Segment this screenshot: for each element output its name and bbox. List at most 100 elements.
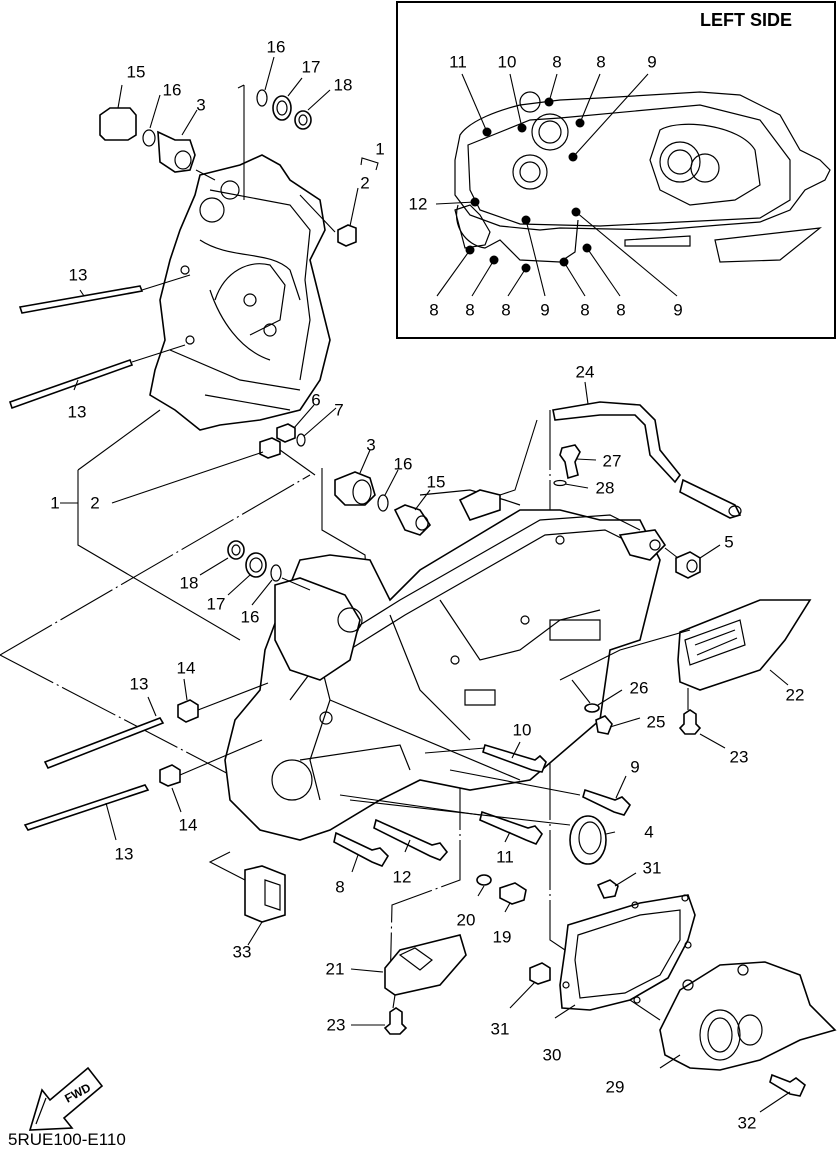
inset-callout: 11 <box>449 52 467 72</box>
part-27-bolt <box>559 444 581 480</box>
callout-label: 21 <box>325 959 345 979</box>
callout-label: 18 <box>179 573 199 593</box>
callout-label: 24 <box>575 362 595 382</box>
part-10-bolt <box>482 744 547 773</box>
part-31-dowel-top <box>596 879 619 899</box>
callout-label: 30 <box>542 1045 562 1065</box>
mid-small-parts <box>199 449 432 606</box>
part-24-hose <box>552 401 682 484</box>
callout-label: 19 <box>492 927 512 947</box>
callout-label: 7 <box>334 400 344 420</box>
stud-13-d <box>23 784 150 831</box>
stud-13-a <box>18 285 144 314</box>
callout-label: 31 <box>490 1019 510 1039</box>
callout-label: 1 <box>50 493 60 513</box>
callout-label: 13 <box>129 674 149 694</box>
callout-label: 26 <box>629 678 649 698</box>
part-33-group <box>244 865 286 946</box>
right-crankcase-half <box>224 489 667 841</box>
inset-callout: 9 <box>647 52 657 72</box>
callout-label: 32 <box>737 1113 757 1133</box>
inset-callout: 8 <box>580 300 590 320</box>
part-14-dowel-b <box>159 764 181 787</box>
stud-13-b <box>8 358 134 410</box>
callout-label: 31 <box>642 858 662 878</box>
part-24-hose-segment <box>679 478 742 519</box>
part-20-washer <box>476 874 492 886</box>
inset-callout: 8 <box>501 300 511 320</box>
breather-hose-parts <box>499 381 742 519</box>
upper-studs <box>8 274 191 410</box>
callout-label: 13 <box>67 402 87 422</box>
callout-label: 1 <box>375 139 385 159</box>
part-11-bolt <box>479 810 543 845</box>
part-6-dowel <box>276 423 296 443</box>
part-23-bolt-right <box>678 709 702 735</box>
part-16-oring-mid <box>377 494 389 512</box>
part-29-cover <box>659 961 837 1071</box>
part-28-washer <box>553 479 567 487</box>
inset-callout: 10 <box>497 52 517 72</box>
part-16-oring-low <box>270 564 282 582</box>
part-18-circlip-mid <box>227 540 245 560</box>
inset-callout: 9 <box>540 300 550 320</box>
part-5-group <box>664 544 721 579</box>
callout-label: 2 <box>360 173 370 193</box>
callout-label: 23 <box>729 747 749 767</box>
part-4-oil-seal <box>569 815 607 865</box>
callout-label: 17 <box>206 594 226 614</box>
callout-label: 15 <box>426 472 446 492</box>
callout-label: 20 <box>456 910 476 930</box>
part-14-dowel-a <box>177 699 199 723</box>
callout-label: 23 <box>326 1015 346 1035</box>
inset-callout: 12 <box>408 194 428 214</box>
callout-label: 10 <box>512 720 532 740</box>
part-23-bolt-bottom <box>383 1007 408 1035</box>
part-18-circlip <box>294 110 312 130</box>
inset-crankcase-outline <box>435 73 831 297</box>
part-7-oring <box>296 433 306 447</box>
callout-label: 3 <box>196 95 206 115</box>
callout-label: 2 <box>90 493 100 513</box>
callout-label: 6 <box>311 390 321 410</box>
inset-callout: 8 <box>552 52 562 72</box>
inset-callout: 8 <box>429 300 439 320</box>
callout-label: 13 <box>68 265 88 285</box>
part-17-seal-mid <box>245 552 267 578</box>
part-31-dowel-bottom <box>529 962 551 985</box>
lower-mid-parts <box>350 872 637 1035</box>
part-15-plug-mid <box>393 504 432 536</box>
part-16-oring <box>142 129 156 147</box>
inset-frame <box>396 1 836 339</box>
inset-callout: 8 <box>616 300 626 320</box>
callout-label: 25 <box>646 712 666 732</box>
callout-label: 17 <box>301 57 321 77</box>
inset-title: LEFT SIDE <box>700 10 793 30</box>
dowel-parts-mid <box>60 404 337 504</box>
diagram-code: 5RUE100-E110 <box>8 1130 126 1149</box>
callout-label: 16 <box>162 80 182 100</box>
part-32-bolt <box>769 1073 806 1097</box>
callout-label: 14 <box>176 658 196 678</box>
callout-label: 16 <box>266 37 286 57</box>
callout-label: 18 <box>333 75 353 95</box>
part-2-dowel <box>337 224 357 247</box>
fwd-arrow-icon <box>28 1066 104 1131</box>
callout-label: 8 <box>335 877 345 897</box>
lower-studs <box>23 678 269 841</box>
bolts-lower <box>333 741 632 873</box>
callout-label: 11 <box>496 847 514 867</box>
part-19-bolt <box>499 882 527 905</box>
callout-label: 16 <box>393 454 413 474</box>
left-crankcase-half <box>149 154 331 431</box>
callout-label: 29 <box>605 1077 625 1097</box>
part-9-bolt <box>582 788 632 816</box>
callout-label: 3 <box>366 435 376 455</box>
callout-label: 9 <box>630 757 640 777</box>
part-16-oring-top <box>256 89 268 107</box>
stud-13-c <box>43 717 165 770</box>
part-15-plug <box>99 107 137 141</box>
part-17-seal <box>272 95 292 121</box>
part-8-bolt <box>333 831 390 867</box>
